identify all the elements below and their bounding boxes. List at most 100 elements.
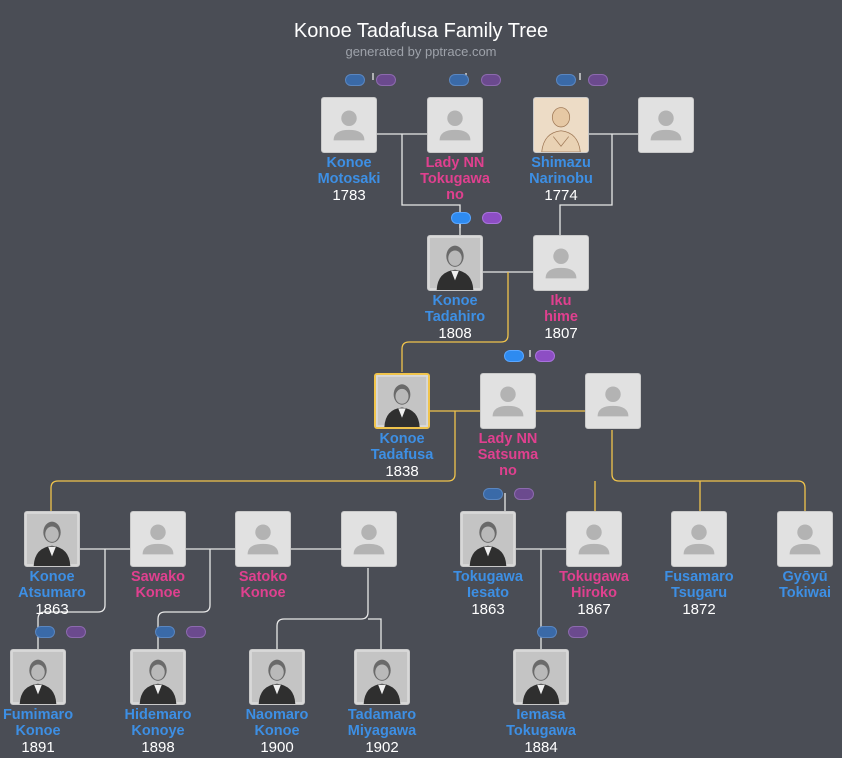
person-card-unknown[interactable] (611, 97, 721, 155)
person-name-line[interactable]: Tokugawa (506, 723, 576, 739)
person-name-line[interactable]: Konoe (240, 585, 286, 601)
person-name-line[interactable]: Fusamaro (664, 569, 734, 585)
person-name-line[interactable]: Gyōyū (782, 569, 828, 585)
person-name-line[interactable]: Lady NN (478, 431, 538, 447)
expand-ancestors-toggle[interactable] (537, 626, 557, 638)
expand-ancestors-toggle[interactable] (483, 488, 503, 500)
person-name-line[interactable]: no (499, 463, 517, 479)
person-name-line[interactable]: hime (544, 309, 578, 325)
person-name-line[interactable]: Konoe (29, 569, 75, 585)
person-placeholder-icon[interactable] (777, 511, 833, 567)
person-placeholder-icon[interactable] (341, 511, 397, 567)
person-name-line[interactable]: Konoe (135, 585, 181, 601)
person-name-line[interactable]: Tokugawa (453, 569, 523, 585)
person-name-line[interactable]: Miyagawa (347, 723, 417, 739)
person-name-line[interactable]: Motosaki (317, 171, 381, 187)
expand-relatives-toggle[interactable] (66, 626, 86, 638)
person-name-line[interactable]: Atsumaro (18, 585, 86, 601)
expand-ancestors-toggle[interactable] (345, 74, 365, 86)
person-placeholder-icon[interactable] (130, 511, 186, 567)
expand-relatives-toggle[interactable] (482, 212, 502, 224)
person-photo[interactable] (249, 649, 305, 705)
person-photo[interactable] (427, 235, 483, 291)
person-name-line[interactable]: Naomaro (245, 707, 309, 723)
person-photo[interactable] (513, 649, 569, 705)
person-name-line[interactable]: Lady NN (425, 155, 485, 171)
person-name-line[interactable]: Konoye (131, 723, 185, 739)
expand-ancestors-toggle[interactable] (451, 212, 471, 224)
expand-ancestors-toggle[interactable] (449, 74, 469, 86)
expand-ancestors-toggle[interactable] (504, 350, 524, 362)
person-placeholder-icon[interactable] (427, 97, 483, 153)
person-name-line[interactable]: Shimazu (531, 155, 591, 171)
person-name-line[interactable]: Fumimaro (2, 707, 74, 723)
person-name-line[interactable]: Konoe (432, 293, 478, 309)
person-placeholder-icon[interactable] (638, 97, 694, 153)
person-photo[interactable] (10, 649, 66, 705)
expand-relatives-toggle[interactable] (514, 488, 534, 500)
expand-ancestors-toggle[interactable] (155, 626, 175, 638)
person-placeholder-icon[interactable] (533, 235, 589, 291)
person-name-line[interactable]: Satoko (238, 569, 288, 585)
expand-ancestors-toggle[interactable] (35, 626, 55, 638)
expand-relatives-toggle[interactable] (588, 74, 608, 86)
person-photo[interactable] (533, 97, 589, 153)
expand-relatives-toggle[interactable] (481, 74, 501, 86)
person-placeholder-icon[interactable] (585, 373, 641, 429)
person-photo[interactable] (354, 649, 410, 705)
expand-relatives-toggle[interactable] (568, 626, 588, 638)
person-name-line[interactable]: Narinobu (529, 171, 593, 187)
person-name-line[interactable]: Iesato (467, 585, 509, 601)
person-name-line[interactable]: Tokugawa (559, 569, 629, 585)
person-photo[interactable] (130, 649, 186, 705)
person-placeholder-icon[interactable] (480, 373, 536, 429)
person-name-line[interactable]: Konoe (326, 155, 372, 171)
person-name-line[interactable]: Tadamaro (347, 707, 417, 723)
expand-relatives-toggle[interactable] (535, 350, 555, 362)
person-name-line[interactable]: Tadahiro (424, 309, 486, 325)
expand-ancestors-toggle[interactable] (556, 74, 576, 86)
person-name-line[interactable]: Tokiwai (778, 585, 832, 601)
person-name-line[interactable]: Konoe (254, 723, 300, 739)
person-name-line[interactable]: Iku (550, 293, 572, 309)
person-placeholder-icon[interactable] (321, 97, 377, 153)
person-name-line[interactable]: no (446, 187, 464, 203)
person-name-line[interactable]: Hidemaro (124, 707, 192, 723)
person-placeholder-icon[interactable] (235, 511, 291, 567)
person-placeholder-icon[interactable] (566, 511, 622, 567)
person-photo[interactable] (460, 511, 516, 567)
person-name-line[interactable]: Sawako (131, 569, 185, 585)
person-card-unknown[interactable] (558, 373, 668, 431)
person-placeholder-icon[interactable] (671, 511, 727, 567)
